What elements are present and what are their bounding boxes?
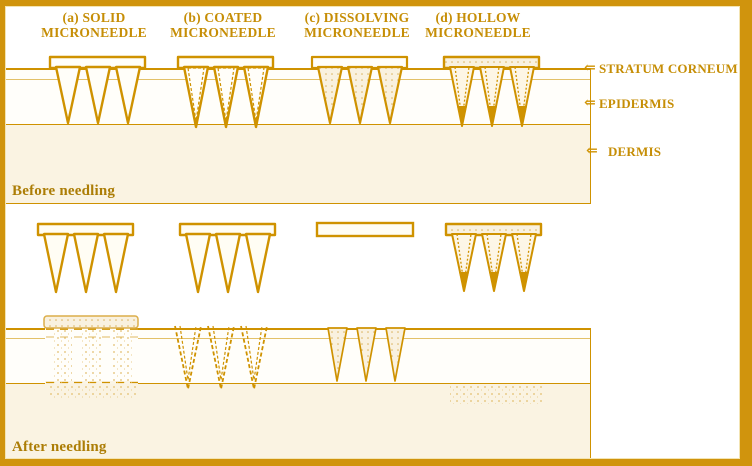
solid-microneedle-after <box>36 222 135 294</box>
solid-after-skin-release <box>43 315 139 400</box>
label-line: (a) SOLID <box>62 10 126 25</box>
frame-top <box>0 0 752 6</box>
left-arrow-icon: ⇐ <box>584 61 596 76</box>
left-arrow-icon: ⇐ <box>584 96 596 111</box>
label-solid-microneedle: (a) SOLID MICRONEEDLE <box>28 10 160 40</box>
before-needling-caption: Before needling <box>12 183 116 199</box>
label-line: MICRONEEDLE <box>170 25 276 40</box>
label-epidermis: ⇐ EPIDERMIS <box>584 96 674 112</box>
dissolving-microneedle-after-base <box>315 221 415 238</box>
coated-after-skin-tracks <box>174 325 268 390</box>
label-coated-microneedle: (b) COATED MICRONEEDLE <box>157 10 289 40</box>
frame-bottom <box>0 459 752 466</box>
label-dermis: ⇐ DERMIS <box>586 144 661 160</box>
layer-label-text: DERMIS <box>607 144 662 159</box>
dissolving-after-skin-needles <box>327 327 406 382</box>
label-dissolving-microneedle: (c) DISSOLVING MICRONEEDLE <box>291 10 423 40</box>
label-line: MICRONEEDLE <box>425 25 531 40</box>
after-needling-caption: After needling <box>12 439 107 455</box>
label-line: (b) COATED <box>183 10 263 25</box>
hollow-after-skin-drug <box>450 384 542 404</box>
coated-microneedle-before <box>176 55 275 129</box>
coated-microneedle-after <box>178 222 277 294</box>
frame-left <box>0 0 5 466</box>
label-line: (d) HOLLOW <box>435 10 521 25</box>
dissolving-microneedle-before <box>310 55 409 125</box>
label-line: MICRONEEDLE <box>41 25 147 40</box>
dermis-region <box>6 124 590 203</box>
label-line: (c) DISSOLVING <box>304 10 410 25</box>
label-stratum-corneum: ⇐ STRATUM CORNEUM <box>584 61 738 77</box>
stratum-corneum-line <box>6 79 590 80</box>
label-line: MICRONEEDLE <box>304 25 410 40</box>
layer-label-text: EPIDERMIS <box>598 96 675 111</box>
stratum-corneum-line <box>6 338 590 339</box>
label-hollow-microneedle: (d) HOLLOW MICRONEEDLE <box>412 10 544 40</box>
layer-label-text: STRATUM CORNEUM <box>598 61 738 76</box>
solid-microneedle-before <box>48 55 147 125</box>
left-arrow-icon: ⇐ <box>586 144 598 159</box>
hollow-microneedle-before <box>442 55 541 127</box>
frame-right <box>740 0 752 466</box>
hollow-microneedle-after <box>444 222 543 292</box>
